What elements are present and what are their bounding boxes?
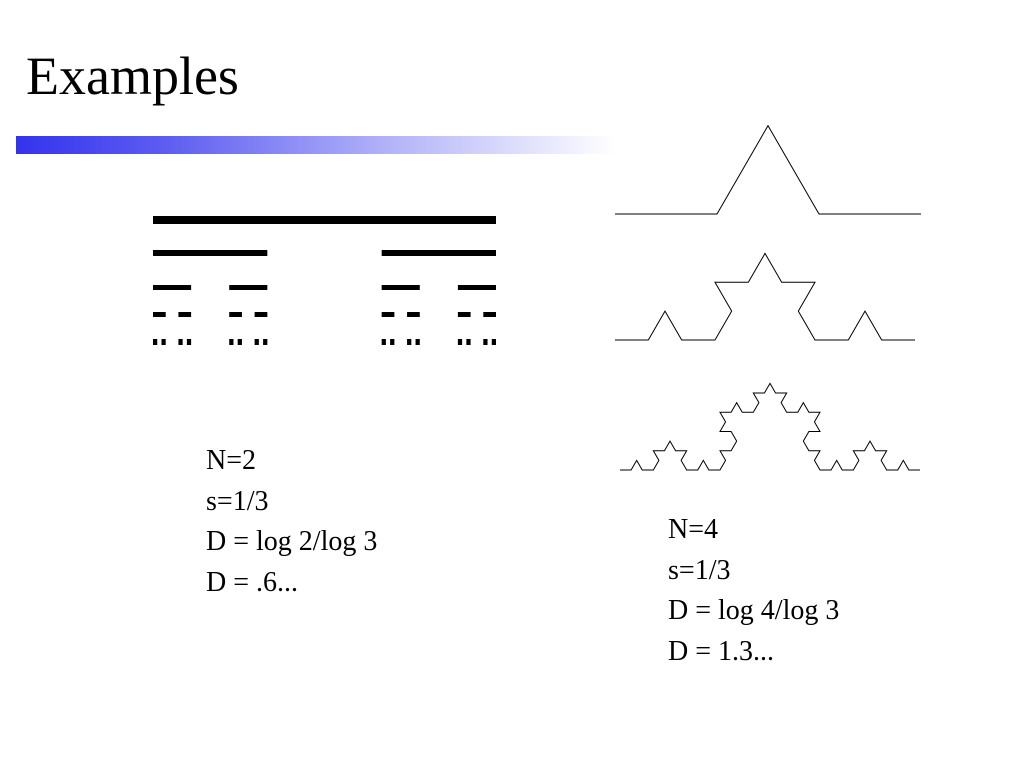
cantor-segment xyxy=(153,250,268,256)
cantor-segment xyxy=(381,285,420,290)
cantor-segment xyxy=(153,339,158,345)
cantor-segment xyxy=(415,339,420,345)
cantor-stats: N=2 s=1/3 D = log 2/log 3 D = .6... xyxy=(206,441,377,603)
cantor-level-2 xyxy=(153,285,496,290)
koch-iteration-1 xyxy=(615,124,921,215)
cantor-segment xyxy=(457,312,471,317)
cantor-segment xyxy=(254,339,259,345)
cantor-segment xyxy=(390,339,395,345)
cantor-segment xyxy=(254,312,268,317)
cantor-segment xyxy=(483,312,496,317)
koch-iteration-3 xyxy=(620,382,920,471)
cantor-segment xyxy=(457,285,496,290)
cantor-segment xyxy=(237,339,242,345)
cantor-segment xyxy=(178,312,192,317)
cantor-segment xyxy=(491,339,496,345)
cantor-segment xyxy=(483,339,488,345)
cantor-segment xyxy=(229,285,268,290)
cantor-segment xyxy=(381,250,496,256)
koch-d-formula: D = log 4/log 3 xyxy=(668,595,840,626)
cantor-level-4 xyxy=(153,339,496,345)
cantor-level-1 xyxy=(153,250,496,256)
cantor-segment xyxy=(178,339,183,345)
koch-stats: N=4 s=1/3 D = log 4/log 3 D = 1.3... xyxy=(668,510,839,672)
cantor-segment xyxy=(229,339,234,345)
cantor-segment xyxy=(407,312,420,317)
cantor-segment xyxy=(466,339,471,345)
cantor-d-formula: D = log 2/log 3 xyxy=(206,526,378,557)
cantor-segment xyxy=(153,216,496,224)
cantor-level-3 xyxy=(153,312,496,317)
cantor-segment xyxy=(153,285,192,290)
cantor-segment xyxy=(263,339,268,345)
koch-d-value: D = 1.3... xyxy=(668,635,775,667)
slide-title: Examples xyxy=(26,46,239,106)
cantor-s-label: s=1/3 xyxy=(206,485,269,517)
cantor-segment xyxy=(381,312,395,317)
cantor-segment xyxy=(407,339,412,345)
cantor-segment xyxy=(186,339,192,345)
koch-n-label: N=4 xyxy=(668,514,719,545)
cantor-n-label: N=2 xyxy=(206,445,257,476)
cantor-segment xyxy=(153,312,166,317)
cantor-segment xyxy=(457,339,463,345)
cantor-set-diagram xyxy=(153,216,496,345)
cantor-segment xyxy=(161,339,166,345)
cantor-segment xyxy=(381,339,386,345)
koch-curve-diagram xyxy=(615,124,921,471)
cantor-segment xyxy=(229,312,242,317)
cantor-level-0 xyxy=(153,216,496,224)
title-rule xyxy=(16,136,616,154)
koch-s-label: s=1/3 xyxy=(668,554,731,586)
cantor-d-value: D = .6... xyxy=(206,566,299,598)
koch-iteration-2 xyxy=(615,252,915,341)
